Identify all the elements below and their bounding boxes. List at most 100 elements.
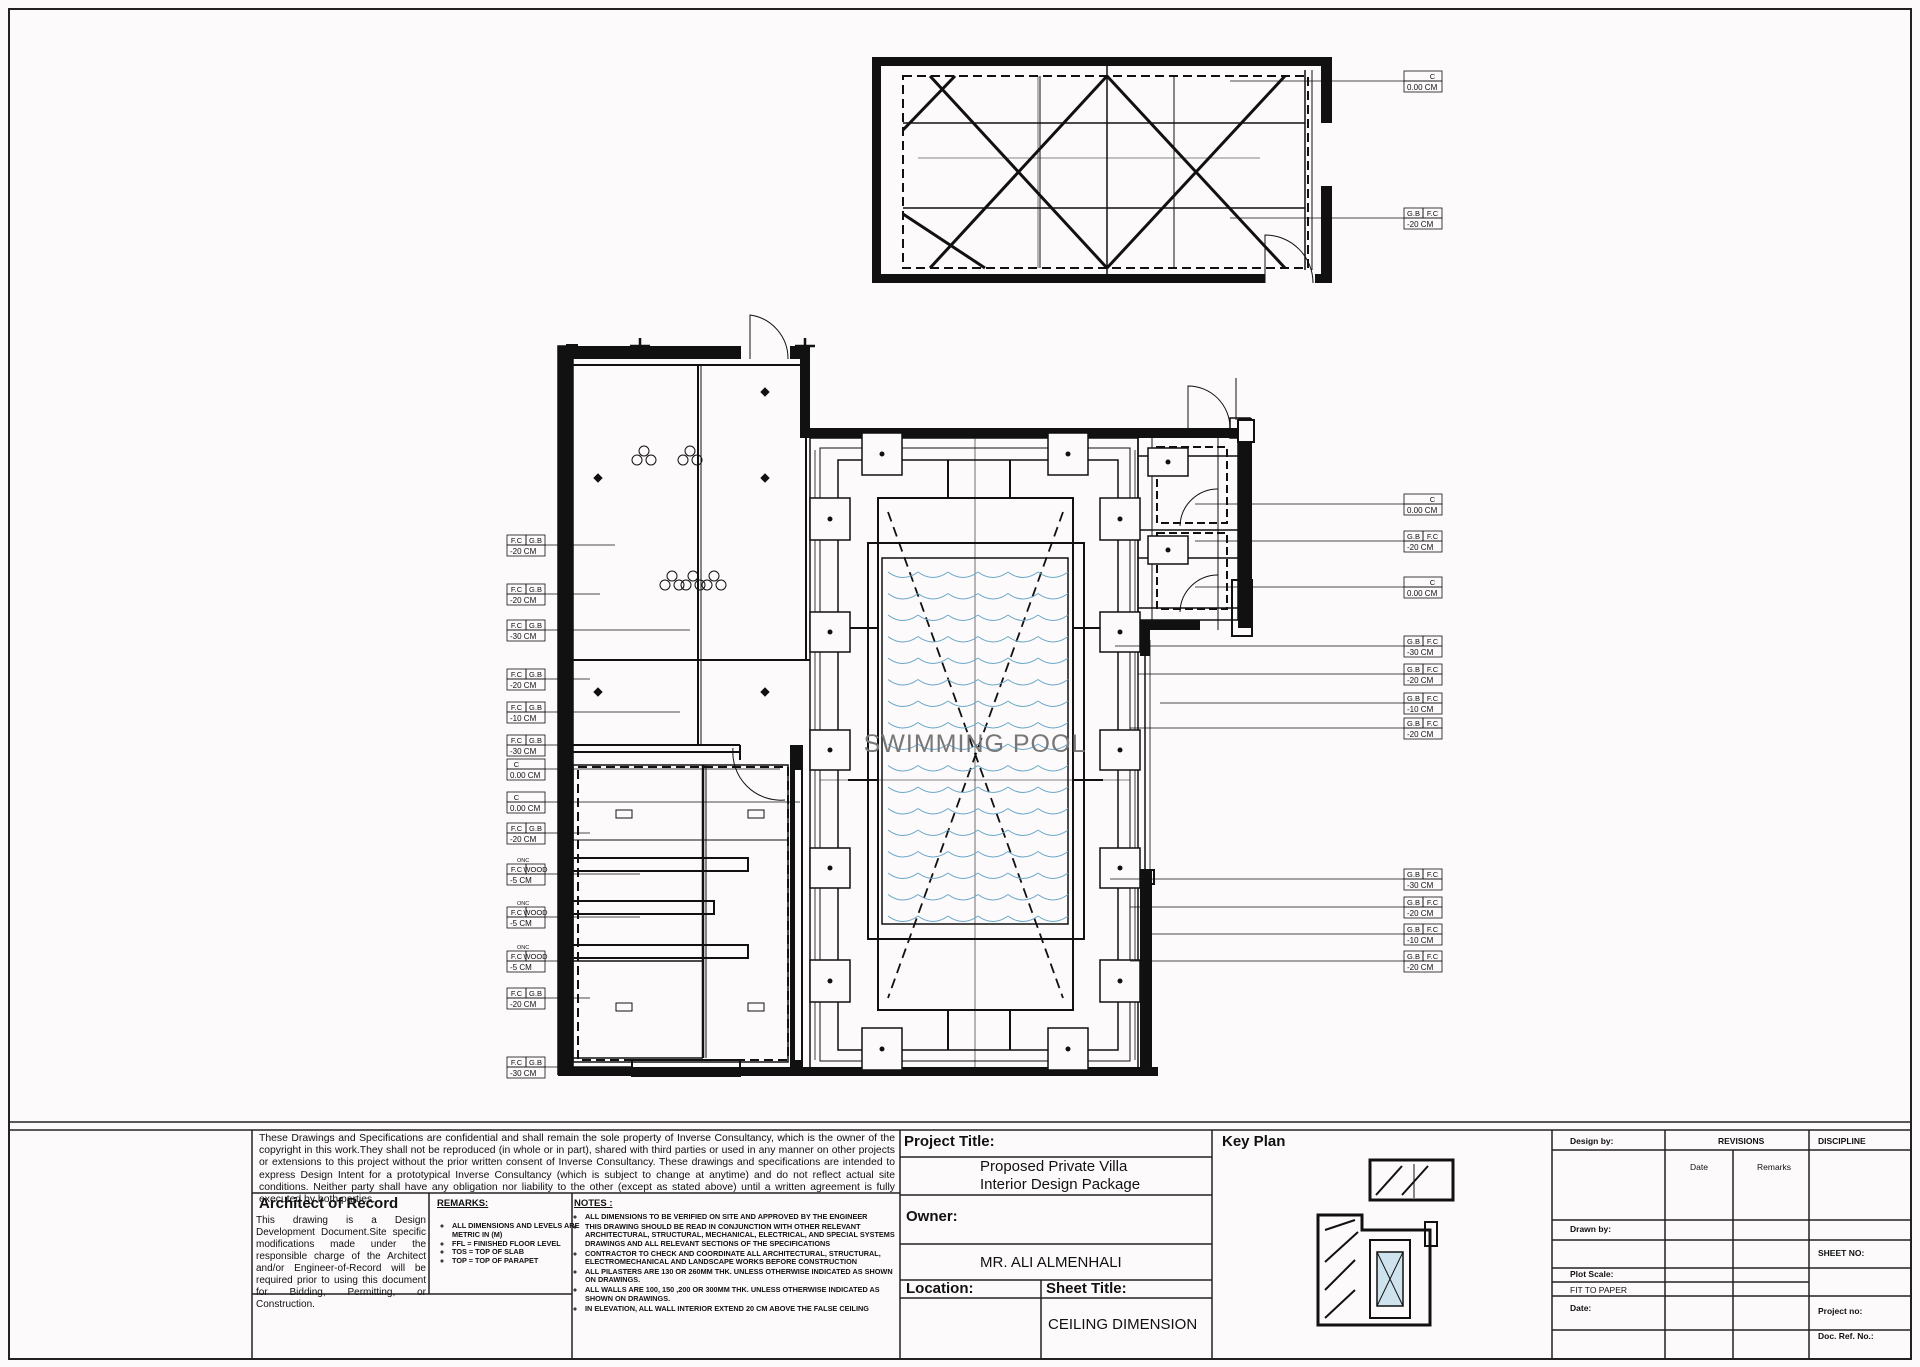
ground-ceiling-plan: SWIMMING POOL [557, 314, 1255, 1077]
water-wave [887, 915, 1069, 922]
light-fixtures [593, 387, 770, 1012]
tag-level-value: -30 CM [1407, 881, 1434, 890]
tag-material-code: F.C [1427, 694, 1439, 703]
pilaster [809, 847, 851, 889]
date-label: Date: [1570, 1303, 1592, 1313]
tag-material-code: F.C [511, 908, 523, 917]
tag-material-code: G.B [1407, 665, 1420, 674]
tag-material-code: F.C [1427, 898, 1439, 907]
tag-material-code: G.B [529, 1058, 542, 1067]
downlight-fixture [593, 473, 603, 483]
tag-material-code: G.B [1407, 870, 1420, 879]
pilaster-marker [1165, 547, 1171, 553]
tag-level-cell [1403, 933, 1443, 946]
sheet-no-label: SHEET NO: [1818, 1248, 1865, 1258]
tag-level-cell [1403, 217, 1443, 230]
pendant-light-fixture [645, 454, 657, 466]
pendant-light-fixture [708, 570, 720, 582]
tag-material-code: F.C [1427, 870, 1439, 879]
pool-label: SWIMMING POOL [864, 730, 1087, 758]
tag-material-code: C [1430, 578, 1436, 587]
location-label: Location: [906, 1280, 974, 1297]
tag-cell [506, 791, 546, 803]
pendant-light-fixture [666, 570, 678, 582]
tag-level-cell [506, 873, 546, 886]
tag-level-value: -10 CM [1407, 705, 1434, 714]
pilaster-marker [1117, 978, 1123, 984]
note-item: ALL WALLS ARE 100, 150 ,200 OR 300MM THK… [585, 1286, 905, 1303]
project-no-label: Project no: [1818, 1306, 1863, 1316]
pendant-light-fixture [659, 579, 671, 591]
revisions-label: REVISIONS [1718, 1136, 1765, 1146]
title-block-grid [251, 1130, 1911, 1359]
tag-material-code: G.B [1407, 719, 1420, 728]
remark-item: TOP = TOP OF PARAPET [452, 1256, 582, 1266]
remarks-heading: REMARKS: [437, 1198, 489, 1209]
tag-level-value: -20 CM [510, 596, 537, 605]
tag-material-code: F.C [1427, 532, 1439, 541]
project-title-line2: Interior Design Package [980, 1176, 1141, 1193]
tag-level-value: -20 CM [1407, 676, 1434, 685]
plot-scale-label: Plot Scale: [1570, 1269, 1614, 1279]
ceiling-level-tag: C0.00 CM [1403, 493, 1443, 516]
pilaster [1099, 729, 1141, 771]
tag-material-code: G.B [529, 736, 542, 745]
key-plan-diagram [1316, 1158, 1455, 1327]
pendant-light-fixture [694, 579, 706, 591]
water-wave [887, 894, 1069, 901]
tag-material-code: G.B [529, 989, 542, 998]
confidentiality-notice: These Drawings and Specifications are co… [259, 1133, 895, 1206]
exhaust-fan-fixture [615, 1002, 633, 1012]
tag-level-cell [1403, 727, 1443, 740]
pilaster-marker [1117, 865, 1123, 871]
revision-remarks-column: Remarks [1757, 1162, 1792, 1172]
tag-material-code: G.B [1407, 952, 1420, 961]
tag-level-value: -20 CM [510, 835, 537, 844]
exhaust-fan-fixture [615, 809, 633, 819]
architect-of-record-heading: Architect of Record [259, 1195, 399, 1212]
discipline-label: DISCIPLINE [1818, 1136, 1866, 1146]
downlight-fixture [760, 387, 770, 397]
pendant-light-fixture [684, 445, 696, 457]
tag-material-code: WOOD [523, 952, 548, 961]
tag-level-value: -20 CM [1407, 220, 1434, 229]
tag-level-value: 0.00 CM [1407, 589, 1438, 598]
tag-material-code: G.B [1407, 694, 1420, 703]
ceiling-level-tag: C0.00 CM [1403, 70, 1443, 93]
tag-material-code: F.C [511, 585, 523, 594]
water-wave [887, 851, 1069, 858]
water-wave [887, 679, 1069, 686]
note-item: ALL PILASTERS ARE 130 OR 260MM THK. UNLE… [585, 1267, 905, 1285]
pilaster-marker [879, 1046, 885, 1052]
tag-material-code: F.C [511, 989, 523, 998]
tag-level-cell [506, 1066, 546, 1079]
owner-name: MR. ALI ALMENHALI [980, 1254, 1122, 1271]
pendant-light-fixture [677, 454, 689, 466]
pilaster-marker [827, 516, 833, 522]
tag-level-value: 0.00 CM [1407, 506, 1438, 515]
downlight-fixture [760, 687, 770, 697]
water-wave [887, 657, 1069, 664]
tag-level-cell [1403, 702, 1443, 715]
tag-level-value: -30 CM [510, 747, 537, 756]
pilaster-marker [827, 865, 833, 871]
owner-label: Owner: [906, 1208, 958, 1225]
tag-level-value: -20 CM [1407, 909, 1434, 918]
tag-material-code: F.C [1427, 665, 1439, 674]
tag-level-cell [506, 711, 546, 724]
tag-level-cell [506, 801, 546, 814]
water-wave [887, 765, 1069, 772]
remark-item: ALL DIMENSIONS AND LEVELS ARE METRIC IN … [452, 1221, 582, 1240]
tag-material-code: F.C [1427, 952, 1439, 961]
water-wave [887, 808, 1069, 815]
tag-level-value: -30 CM [510, 632, 537, 641]
